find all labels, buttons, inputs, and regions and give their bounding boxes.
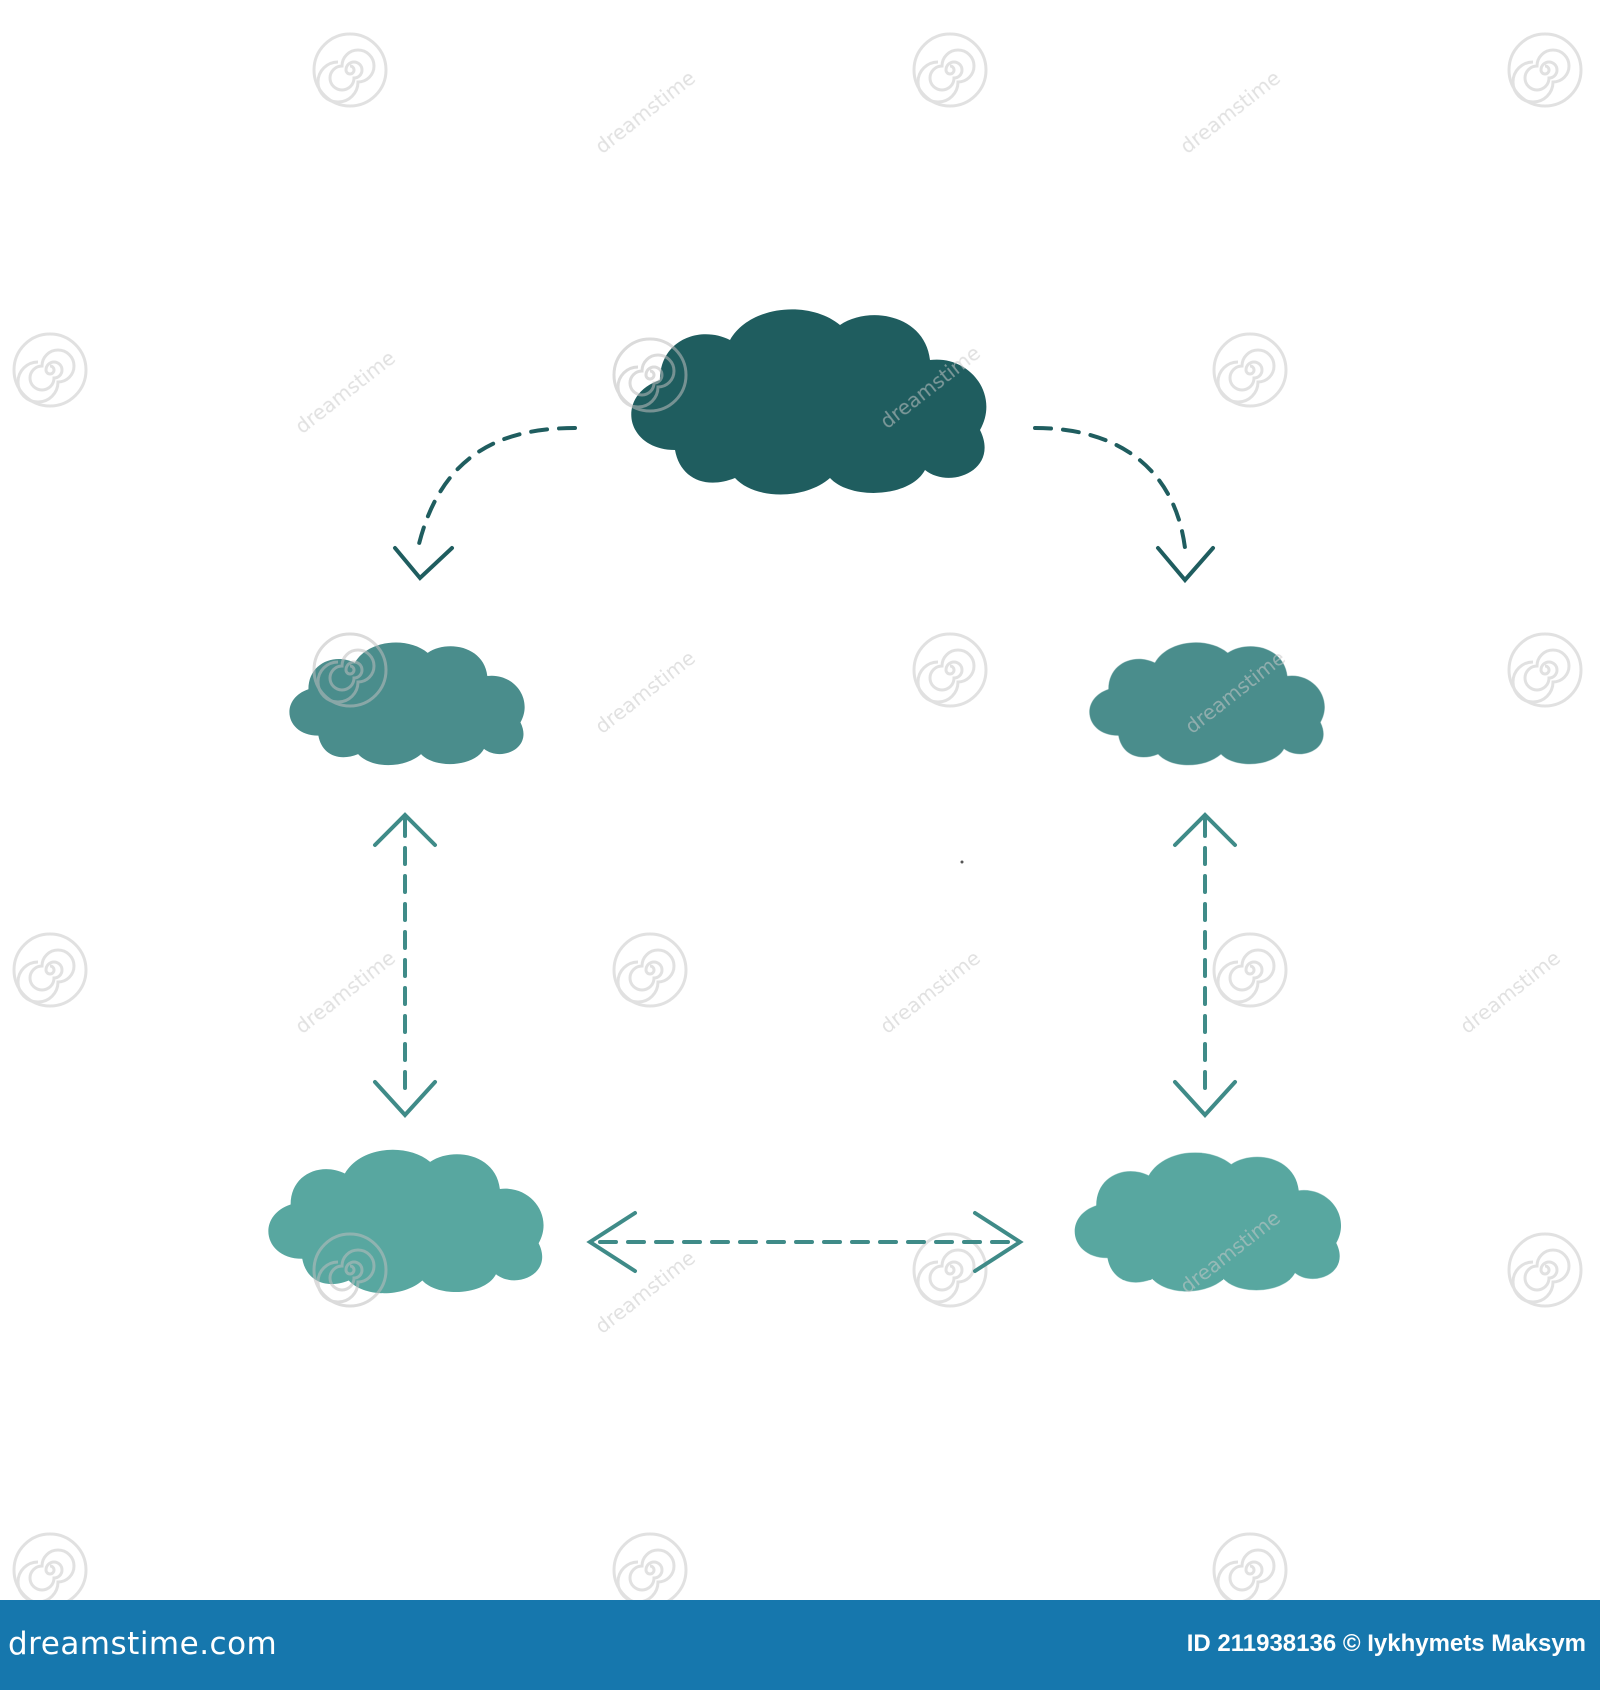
cloud-bottom-left (268, 1149, 544, 1294)
footer-logo-text: dreamstime.com (8, 1626, 278, 1662)
stray-dot (960, 860, 964, 864)
spiral-watermark-icon (1212, 1532, 1288, 1600)
cloud-top (631, 309, 987, 495)
spiral-watermark-icon (12, 932, 88, 1008)
spiral-watermark-icon (1507, 1232, 1583, 1308)
spiral-watermark-icon (312, 32, 388, 108)
arrow-bottom-left-bottom-right (586, 1211, 1024, 1273)
spiral-watermark-icon (612, 932, 688, 1008)
arrow-middle-right-bottom-right (1173, 812, 1237, 1118)
spiral-watermark-icon (612, 1532, 688, 1600)
cloud-network-diagram (12, 32, 1583, 1600)
arrow-middle-left-bottom-left (373, 812, 437, 1118)
arrow-top-to-middle-left (393, 426, 577, 581)
spiral-watermark-icon (1212, 932, 1288, 1008)
footer-bar: dreamstime.com ID 211938136 © Iykhymets … (0, 1600, 1600, 1690)
spiral-watermark-icon (1212, 332, 1288, 408)
cloud-middle-left (289, 642, 525, 766)
spiral-watermark-icon (1507, 632, 1583, 708)
spiral-watermark-icon (912, 32, 988, 108)
spiral-watermark-icon (1507, 32, 1583, 108)
arrow-top-to-middle-right (1033, 426, 1215, 584)
footer-credit-text: ID 211938136 © Iykhymets Maksym (1186, 1630, 1586, 1657)
watermark-layer (12, 32, 1583, 1600)
spiral-watermark-icon (12, 1532, 88, 1600)
spiral-watermark-icon (912, 632, 988, 708)
spiral-watermark-icon (12, 332, 88, 408)
